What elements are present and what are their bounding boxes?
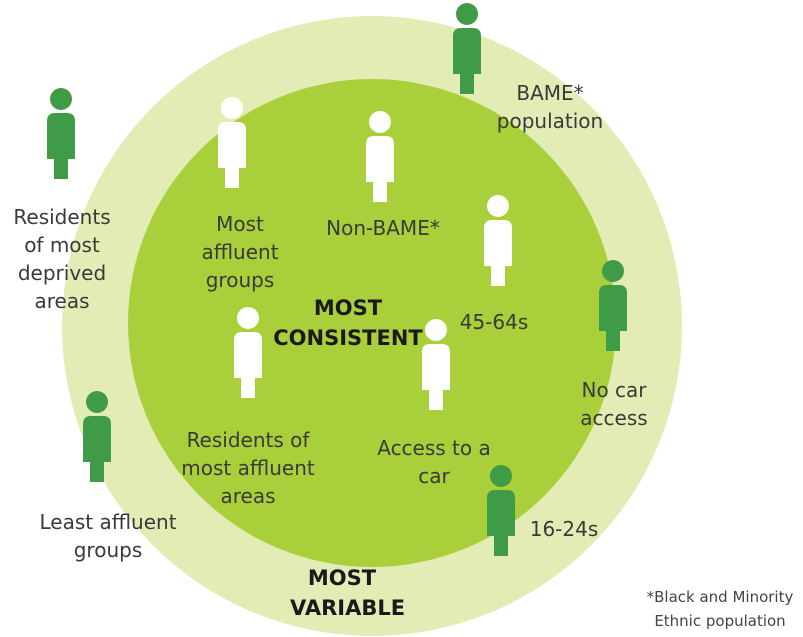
person-icon [487,465,515,556]
person-icon [599,260,627,351]
person-head [602,260,624,282]
person-head [425,319,447,341]
person-icon [234,307,262,398]
person-body [47,113,75,179]
center-label: MOST CONSISTENT [273,296,423,350]
group-label-45-64s: 45-64s [459,310,529,334]
group-label-residents-most-deprived-areas: Residents of most deprived areas [13,205,111,313]
person-icon [47,88,75,179]
person-body [218,122,246,188]
person-icon [453,3,481,94]
footnote: *Black and Minority Ethnic population [646,588,794,630]
person-body [234,332,262,398]
person-head [86,391,108,413]
person-head [487,195,509,217]
person-head [237,307,259,329]
person-body [484,220,512,286]
person-body [599,285,627,351]
person-body [487,490,515,556]
person-body [366,136,394,202]
group-label-least-affluent-groups: Least affluent groups [39,510,177,562]
person-body [83,416,111,482]
person-head [221,97,243,119]
person-icon [218,97,246,188]
person-icon [484,195,512,286]
person-body [422,344,450,410]
group-label-non-bame: Non-BAME* [326,216,440,240]
person-icon [422,319,450,410]
group-label-no-car-access: No car access [580,378,648,430]
person-head [490,465,512,487]
person-head [369,111,391,133]
group-label-residents-most-affluent-areas: Residents of most affluent areas [181,428,315,508]
person-body [453,28,481,94]
group-label-16-24s: 16-24s [529,517,599,541]
outer-label: MOST VARIABLE [290,566,406,620]
group-label-most-affluent-groups: Most affluent groups [201,212,279,292]
group-label-access-to-a-car: Access to a car [377,436,491,488]
person-head [50,88,72,110]
group-label-bame-population: BAME* population [496,81,604,133]
person-icon [366,111,394,202]
person-icon [83,391,111,482]
person-head [456,3,478,25]
